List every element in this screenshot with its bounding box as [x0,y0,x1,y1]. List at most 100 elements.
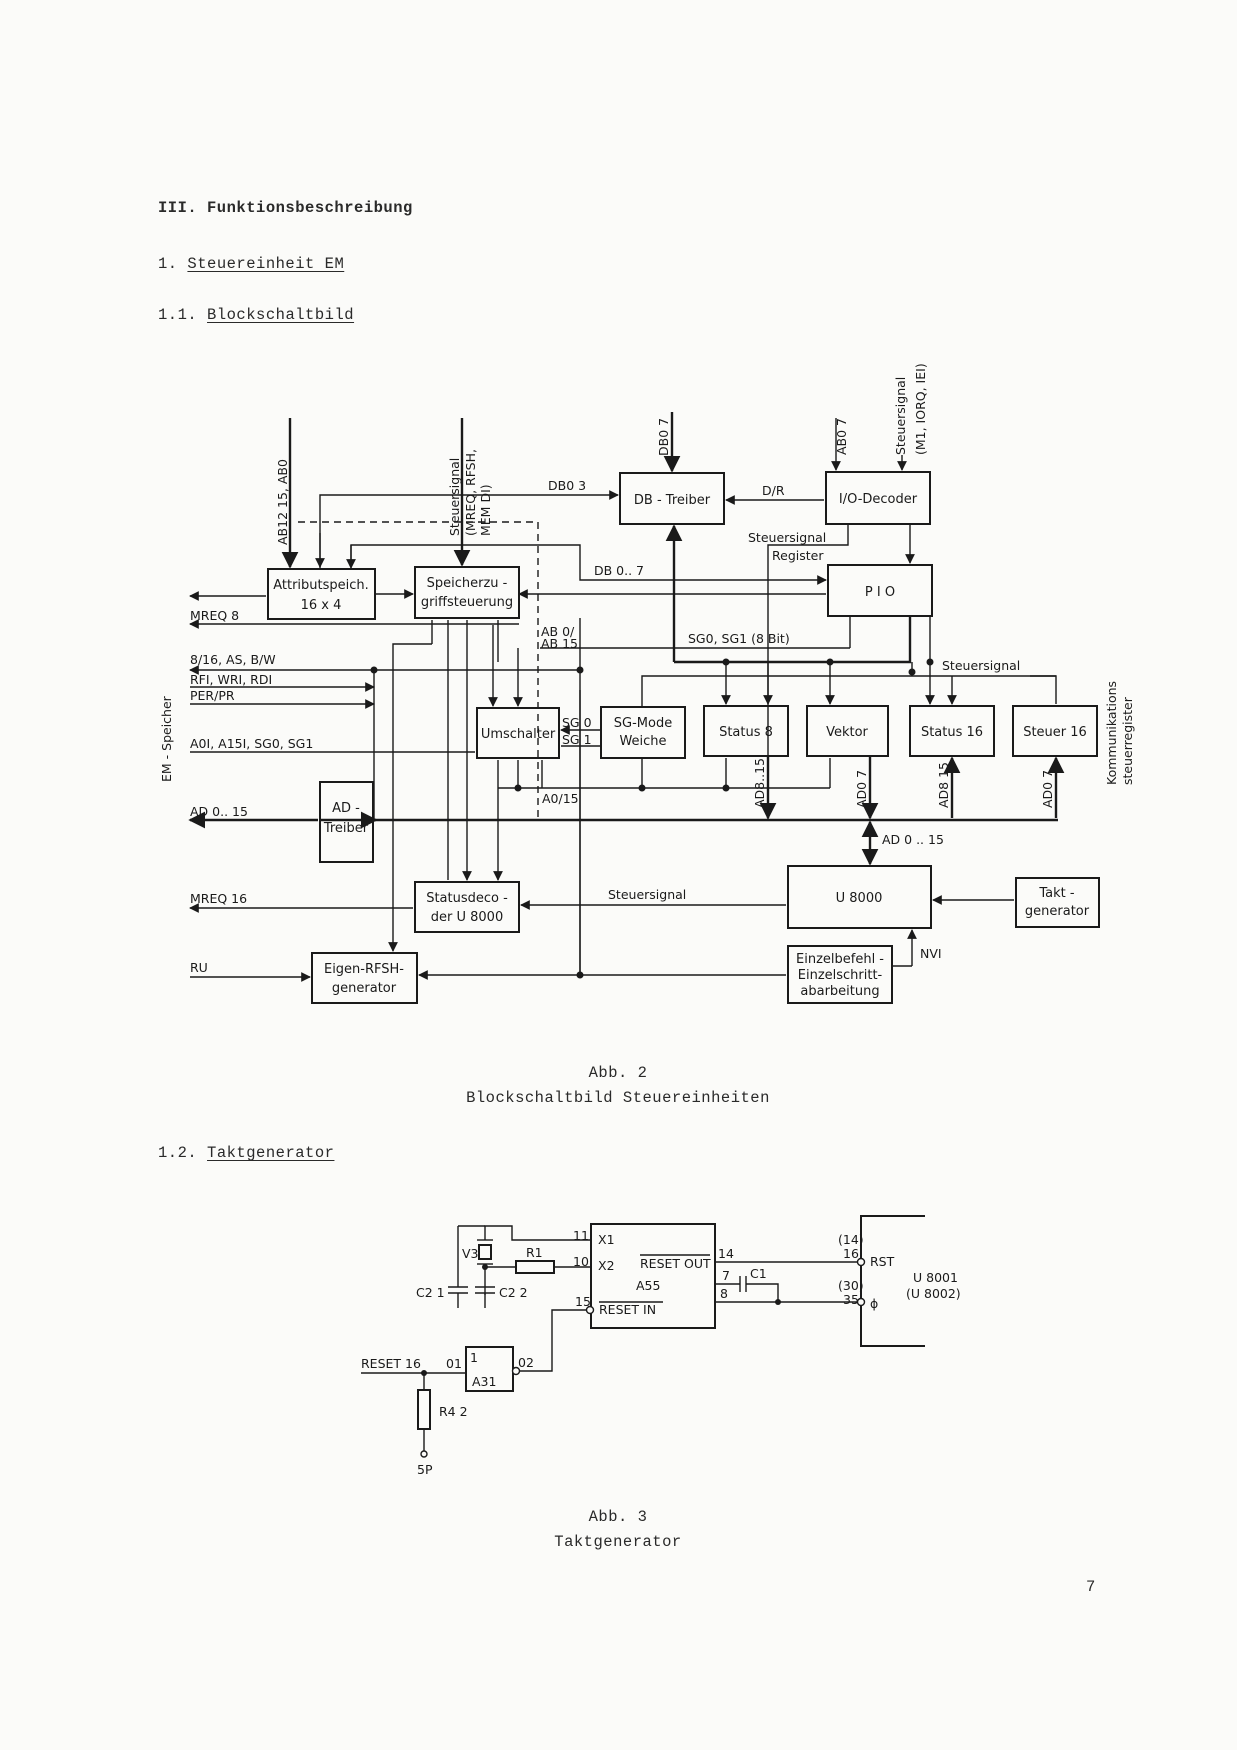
r1-label: R1 [526,1245,543,1260]
a31-gate [465,1346,514,1392]
dr-label: D/R [762,483,785,498]
taktgen-label-1: Takt - [1038,886,1075,901]
pin14b-label: (14) [838,1232,864,1247]
a55-chip [590,1223,716,1329]
ab0-7-label: AB0 7 [834,418,849,455]
pin7-label: 7 [722,1268,730,1283]
ab15-label: AB 15 [541,636,578,651]
rfi-label: RFI, WRI, RDI [190,672,272,687]
mreq16-label: MREQ 16 [190,891,247,906]
fig2-caption: Blockschaltbild Steuereinheiten [466,1089,770,1107]
statusdeco-label-1: Statusdeco - [426,891,508,906]
komm-label-2: steuerregister [1120,696,1135,785]
ad0-7a-label: AD0 7 [854,770,869,808]
register-label: Register [772,548,824,563]
fig3-caption-number: Abb. 3 [588,1508,648,1526]
sgmode-label-2: Weiche [619,734,666,749]
reset16-label: RESET 16 [361,1356,421,1371]
page-number: 7 [1086,1578,1096,1596]
pin35-label: 35 [843,1292,859,1307]
db-treiber-label: DB - Treiber [634,493,711,508]
status16-block: Status 16 [909,705,995,757]
fig3-caption: Taktgenerator [554,1533,682,1551]
einzelbefehl-block: Einzelbefehl - Einzelschritt- abarbeitun… [787,945,893,1004]
umschalter-block: Umschalter [476,707,560,759]
phi-label: ϕ [870,1296,878,1311]
statusdeco-label-2: der U 8000 [431,910,503,925]
pio-label: P I O [865,585,895,600]
db-treiber-block: DB - Treiber [619,472,725,525]
einzel-label-1: Einzelbefehl - [796,952,884,967]
pin01-label: 01 [446,1356,462,1371]
steuersignal-v-label: Steuersignal [447,458,462,536]
u8002-label: (U 8002) [906,1286,961,1301]
pin30-label: (30) [838,1278,864,1293]
reset-out-label: RESET OUT [640,1256,711,1271]
u8000-block: U 8000 [787,865,932,929]
adtreiber-label-2: Treiber [323,821,369,836]
pin10-label: 10 [573,1254,589,1269]
einzel-label-3: abarbeitung [800,984,879,999]
pin15-label: 15 [575,1294,591,1309]
ad8-15a-label: AD8..15 [752,758,767,808]
block-diagram: Attributspeich. 16 x 4 Speicherzu - grif… [159,363,1135,1004]
steuer16-block: Steuer 16 [1012,705,1098,757]
subsection-1-title: Steuereinheit EM [187,255,345,273]
rst-label: RST [870,1254,895,1269]
mreq-rfsh-label: (MREQ, RFSH, [463,449,478,536]
komm-label-1: Kommunikations [1104,681,1119,785]
u8001-label: U 8001 [913,1270,958,1285]
taktgen-label-2: generator [1025,904,1090,919]
ab0-label: AB 0/ [541,624,575,639]
em-speicher-label: EM - Speicher [159,695,174,782]
5p-label: 5P [417,1462,433,1477]
c22-label: C2 2 [499,1285,528,1300]
ab12-label: AB12 15, AB0 [275,459,290,545]
subsection-1-1-title: Blockschaltbild [207,306,355,324]
pin02-label: 02 [518,1355,534,1370]
speicherzu-label-1: Speicherzu - [427,576,508,591]
r42-label: R4 2 [439,1404,468,1419]
subsection-1-1-number: 1.1. [158,306,198,324]
a31-label: A31 [472,1374,496,1389]
subsection-1-number: 1. [158,255,178,273]
a01-label: A0I, A15I, SG0, SG1 [190,736,313,751]
statusdecoder-block: Statusdeco - der U 8000 [414,881,520,933]
u8000-label: U 8000 [836,891,883,906]
status16-label: Status 16 [921,725,983,740]
attribut-label-2: 16 x 4 [301,598,342,613]
attribut-label-1: Attributspeich. [273,578,369,593]
steuersignal-low-label: Steuersignal [608,887,686,902]
taktgenerator-block: Takt - generator [1015,877,1100,928]
pin14-label: 14 [718,1246,734,1261]
sg0-label: SG 0 [562,715,592,730]
db0-7-top-label: DB0 7 [656,418,671,456]
a55-label: A55 [636,1278,660,1293]
mreq8-label: MREQ 8 [190,608,239,623]
section-title: III. Funktionsbeschreibung [158,199,413,217]
reset-in-label: RESET IN [599,1302,656,1317]
memdi-label: MEM DI) [478,484,493,536]
io-decoder-block: I/O-Decoder [825,471,931,525]
subsection-1-2-title: Taktgenerator [207,1144,335,1162]
sg-mode-block: SG-Mode Weiche [600,706,686,759]
steuersignal-v2-label: Steuersignal [893,377,908,455]
db0-7-mid-label: DB 0.. 7 [594,563,644,578]
steuersignal-h-label: Steuersignal [942,658,1020,673]
pin8-label: 8 [720,1286,728,1301]
subsection-1-2-number: 1.2. [158,1144,198,1162]
v3-label: V3 [462,1246,479,1261]
per-label: PER/PR [190,688,235,703]
nvi-label: NVI [920,946,942,961]
vektor-block: Vektor [806,705,889,757]
subsection-1: 1. Steuereinheit EM [158,255,344,273]
eigenrfsh-label-2: generator [332,981,397,996]
speicherzu-label-2: griffsteuerung [421,595,513,610]
attribut-block: Attributspeich. 16 x 4 [267,568,376,620]
steuer16-label: Steuer 16 [1023,725,1087,740]
eigen-rfsh-block: Eigen-RFSH- generator [311,952,418,1004]
pio-block: P I O [827,564,933,617]
eigenrfsh-label-1: Eigen-RFSH- [324,962,404,977]
ad8-15b-label: AD8 15 [936,762,951,808]
ad-treiber-block: AD - Treiber [319,781,374,863]
